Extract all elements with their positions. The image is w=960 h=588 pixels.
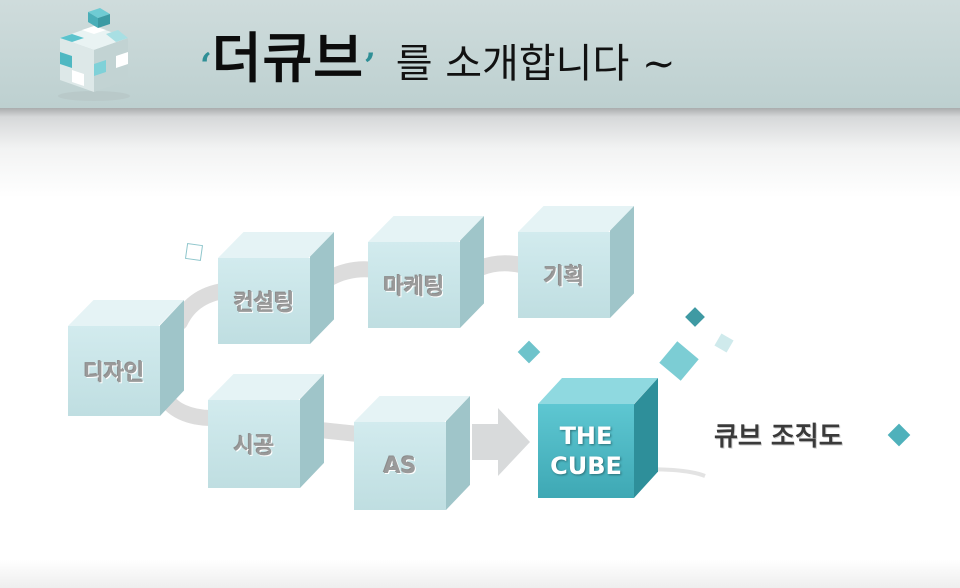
step-label: 시공	[233, 434, 275, 459]
step-cube-design[interactable]: 디자인	[68, 300, 184, 416]
the-cube-line2: CUBE	[550, 452, 622, 480]
step-cube-construction[interactable]: 시공	[208, 374, 324, 488]
the-cube-line1: THE	[559, 422, 613, 450]
step-label: 디자인	[83, 361, 145, 386]
org-chart-label: 큐브 조직도	[714, 422, 843, 452]
header-shadow	[0, 108, 960, 198]
step-cube-planning[interactable]: 기획	[518, 206, 634, 318]
title-close-quote: ’	[363, 46, 376, 86]
step-label: AS	[383, 453, 417, 479]
step-cube-as[interactable]: AS	[354, 396, 470, 510]
step-label: 마케팅	[383, 275, 445, 300]
header-banner	[0, 0, 960, 108]
cube-logo-icon	[58, 8, 130, 101]
title-open-quote: ‘	[200, 46, 212, 86]
bottom-band	[0, 560, 960, 588]
step-cube-consulting[interactable]: 컨설팅	[218, 232, 334, 344]
the-cube-center[interactable]: THE CUBE	[538, 378, 658, 498]
title-subtitle: 를 소개합니다 ~	[395, 41, 676, 87]
deco-square-outline	[184, 242, 204, 262]
the-cube-label: THE CUBE	[538, 404, 634, 498]
step-label: 컨설팅	[233, 291, 295, 316]
page-title: ‘ 더큐브 ’ 를 소개합니다 ~	[200, 14, 675, 94]
step-label: 기획	[543, 265, 585, 290]
step-cube-marketing[interactable]: 마케팅	[368, 216, 484, 328]
org-chart-link[interactable]: 큐브 조직도	[714, 416, 843, 453]
title-main: 더큐브	[211, 27, 364, 90]
